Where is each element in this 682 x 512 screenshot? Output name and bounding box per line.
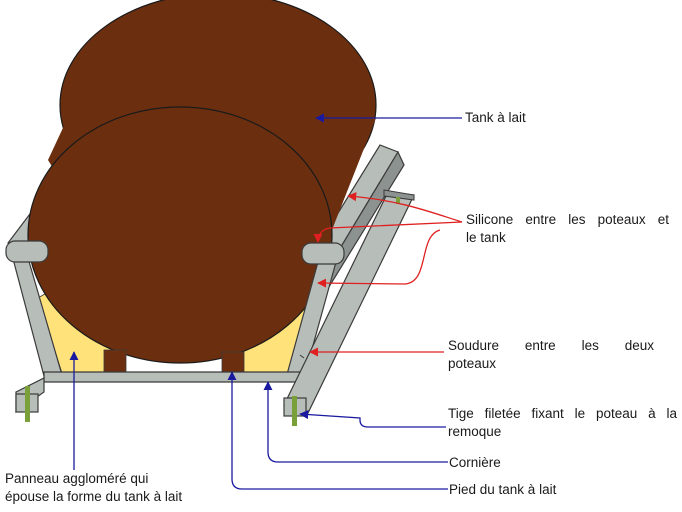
label-silicone: Silicone entre les poteaux et le tank xyxy=(466,211,669,247)
leader-tige xyxy=(299,410,446,428)
leader-silicone-top xyxy=(347,192,463,223)
left-base-rail xyxy=(15,377,45,422)
label-silicone-line2: le tank xyxy=(466,230,506,245)
label-soudure: Soudure entre les deux poteaux xyxy=(448,337,654,373)
label-panneau-line2: épouse la forme du tank à lait xyxy=(5,489,183,504)
right-base-block xyxy=(283,396,307,426)
silicone-pad-left xyxy=(5,240,49,263)
label-soudure-line2: poteaux xyxy=(448,356,497,371)
label-silicone-line1: Silicone entre les poteaux et xyxy=(466,212,669,227)
corniere-bar xyxy=(43,371,303,383)
label-corniere: Cornière xyxy=(449,455,501,470)
label-soudure-line1: Soudure entre les deux xyxy=(448,338,654,353)
leader-silicone-low xyxy=(317,229,441,288)
silicone-pad-right xyxy=(301,242,345,265)
threaded-rod-right xyxy=(292,396,297,426)
leader-corniere xyxy=(263,381,448,463)
label-pied: Pied du tank à lait xyxy=(449,482,557,497)
leader-pied xyxy=(227,371,448,490)
label-tank: Tank à lait xyxy=(465,110,526,125)
label-panneau: Panneau aggloméré qui épouse la forme du… xyxy=(5,470,220,506)
tank-front xyxy=(27,106,333,364)
tank-foot-left xyxy=(103,349,127,375)
label-tige: Tige filetée fixant le poteau à la remoq… xyxy=(448,405,677,441)
label-tige-line1: Tige filetée fixant le poteau à la xyxy=(448,406,677,421)
threaded-rod-left xyxy=(25,386,30,422)
label-panneau-line1: Panneau aggloméré qui xyxy=(5,471,149,486)
leader-silicone-mid xyxy=(313,221,463,243)
tank-foot-right xyxy=(221,351,245,375)
label-tige-line2: remoque xyxy=(448,424,502,439)
